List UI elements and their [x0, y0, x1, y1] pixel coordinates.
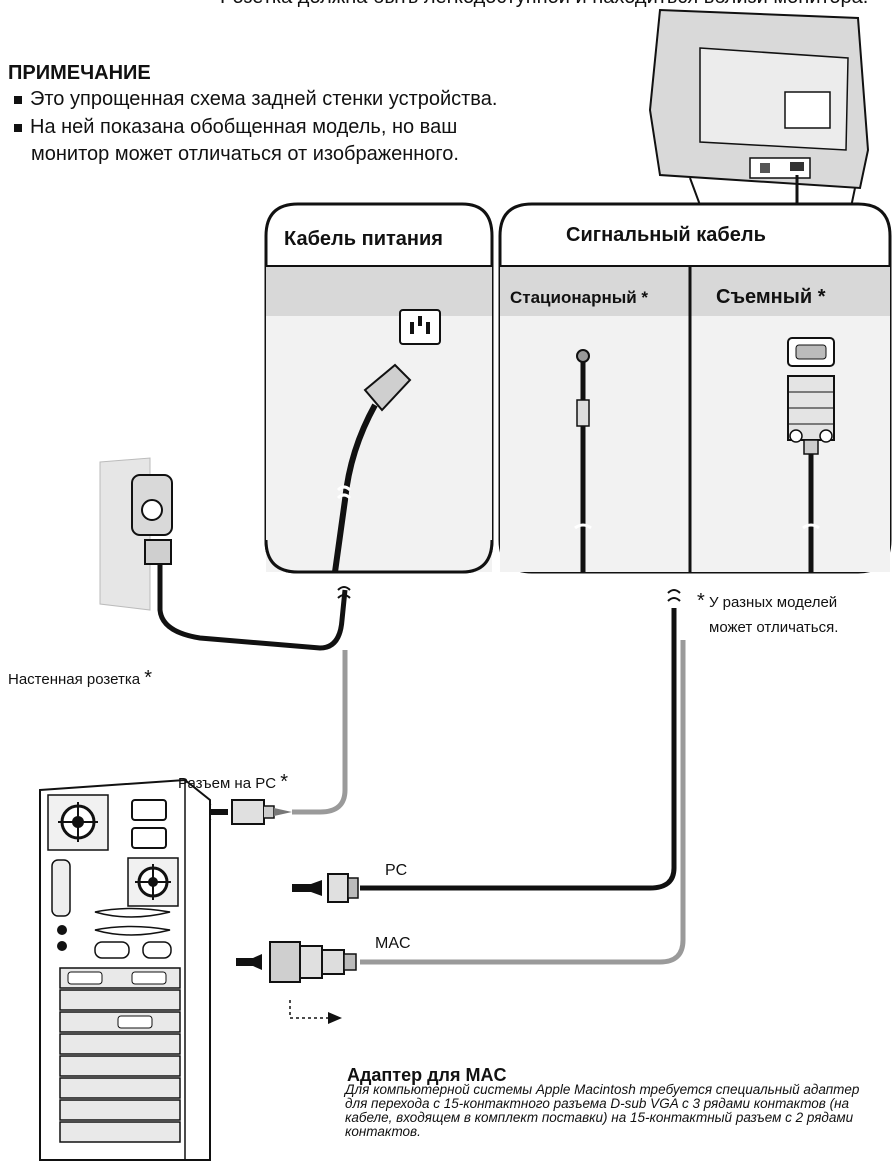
fixed-cable-label: Стационарный * — [510, 288, 649, 307]
bullet-icon — [14, 95, 22, 104]
power-cable-title: Кабель питания — [284, 228, 443, 250]
monitor-icon — [648, 8, 870, 214]
footnote-line-1: * У разных моделей — [697, 590, 838, 612]
pc-label: PC — [385, 862, 408, 879]
mac-label: MAC — [375, 935, 411, 952]
bullet-icon — [14, 123, 22, 132]
signal-cable-mac — [360, 640, 686, 965]
power-cable-wall — [157, 564, 348, 651]
signal-cable-panel — [498, 202, 892, 574]
adapter-pointer-line — [289, 1000, 328, 1019]
pc-tower-icon — [39, 778, 211, 1161]
wall-outlet-label: Настенная розетка * — [8, 667, 153, 689]
mac-adapter-icon — [236, 941, 357, 983]
note-item-2: На ней показана обобщенная модель, но ва… — [14, 116, 457, 139]
top-cut-text: Розетка должна быть легкодоступной и нах… — [220, 0, 868, 9]
wall-outlet-icon — [99, 457, 173, 611]
power-cable-panel — [264, 202, 494, 574]
vga-plug-pc-icon — [292, 873, 359, 903]
detachable-cable-label: Съемный * — [716, 286, 826, 308]
signal-cable-pc — [360, 608, 677, 891]
note-item-1: Это упрощенная схема задней стенки устро… — [14, 88, 497, 111]
note-title: ПРИМЕЧАНИЕ — [8, 62, 151, 84]
signal-cable-title: Сигнальный кабель — [566, 224, 766, 246]
adapter-description: Для компьютерной системы Apple Macintosh… — [345, 1082, 860, 1139]
pc-socket-label: Разъем на PC * — [178, 771, 289, 793]
power-cable-pc — [292, 650, 348, 815]
adapter-title: Адаптер для MAC — [347, 1065, 507, 1085]
power-socket-icon — [399, 309, 441, 345]
pc-power-plug-icon — [231, 799, 265, 825]
footnote-line-2: может отличаться. — [709, 619, 839, 636]
note-item-2-cont: монитор может отличаться от изображенног… — [31, 143, 459, 165]
fixed-cable-entry-icon — [576, 349, 590, 363]
power-plug-icon — [363, 363, 412, 412]
